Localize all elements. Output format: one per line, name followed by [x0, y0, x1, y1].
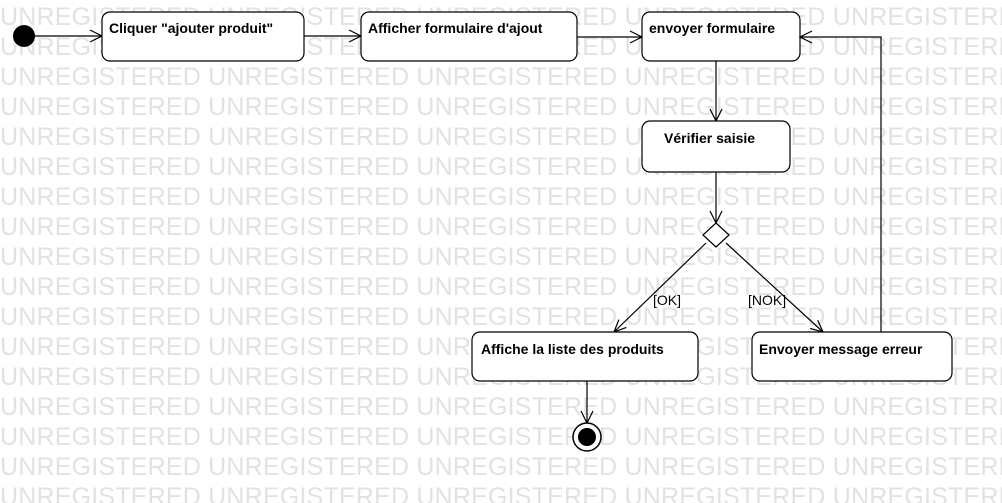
edge-decision-to-show-list [612, 242, 707, 334]
watermark-row: UNREGISTERED UNREGISTERED UNREGISTERED U… [0, 483, 1002, 503]
action-click-add-label: Cliquer "ajouter produit" [109, 20, 273, 36]
watermark-row: UNREGISTERED UNREGISTERED UNREGISTERED U… [0, 183, 1002, 211]
watermark-row: UNREGISTERED UNREGISTERED UNREGISTERED U… [0, 273, 1002, 301]
guard-nok-label: [NOK] [748, 292, 786, 308]
watermark-row: UNREGISTERED UNREGISTERED UNREGISTERED U… [0, 93, 1002, 121]
action-click-add[interactable]: Cliquer "ajouter produit" [101, 11, 305, 62]
initial-node [13, 25, 35, 47]
watermark-row: UNREGISTERED UNREGISTERED UNREGISTERED U… [0, 123, 1002, 151]
action-check-input[interactable]: Vérifier saisie [641, 120, 791, 173]
action-check-input-label: Vérifier saisie [664, 130, 755, 146]
watermark-row: UNREGISTERED UNREGISTERED UNREGISTERED U… [0, 453, 1002, 481]
edge-initial-to-click-add [35, 29, 104, 43]
action-show-form-label: Afficher formulaire d'ajout [368, 20, 543, 36]
watermark-row: UNREGISTERED UNREGISTERED UNREGISTERED U… [0, 213, 1002, 241]
guard-ok-label: [OK] [653, 292, 681, 308]
action-show-list-box[interactable] [471, 331, 699, 382]
edge-check-input-to-decision [709, 172, 723, 225]
action-send-error[interactable]: Envoyer message erreur [751, 331, 953, 382]
action-show-list-label: Affiche la liste des produits [481, 341, 664, 357]
watermark-row: UNREGISTERED UNREGISTERED UNREGISTERED U… [0, 393, 1002, 421]
edge-show-form-to-send-form [577, 30, 644, 44]
edge-click-add-to-show-form [304, 29, 363, 43]
edge-show-list-to-final [580, 381, 594, 425]
watermark-row: UNREGISTERED UNREGISTERED UNREGISTERED U… [0, 423, 1002, 451]
action-check-input-box[interactable] [641, 120, 791, 173]
action-show-list[interactable]: Affiche la liste des produits [471, 331, 699, 382]
action-show-form[interactable]: Afficher formulaire d'ajout [360, 11, 578, 62]
decision-node[interactable] [702, 222, 730, 248]
action-send-error-label: Envoyer message erreur [759, 341, 923, 357]
watermark-row: UNREGISTERED UNREGISTERED UNREGISTERED U… [0, 63, 1002, 91]
action-send-form[interactable]: envoyer formulaire [641, 11, 801, 62]
final-node [572, 422, 602, 452]
watermark-row: UNREGISTERED UNREGISTERED UNREGISTERED U… [0, 243, 1002, 271]
watermark-row: UNREGISTERED UNREGISTERED UNREGISTERED U… [0, 303, 1002, 331]
watermark-row: UNREGISTERED UNREGISTERED UNREGISTERED U… [0, 153, 1002, 181]
action-send-error-box[interactable] [751, 331, 953, 382]
action-send-form-label: envoyer formulaire [649, 20, 775, 36]
edge-send-error-to-send-form [798, 30, 882, 332]
edge-send-form-to-check-input [709, 61, 723, 123]
edge-decision-to-send-error [725, 242, 825, 333]
